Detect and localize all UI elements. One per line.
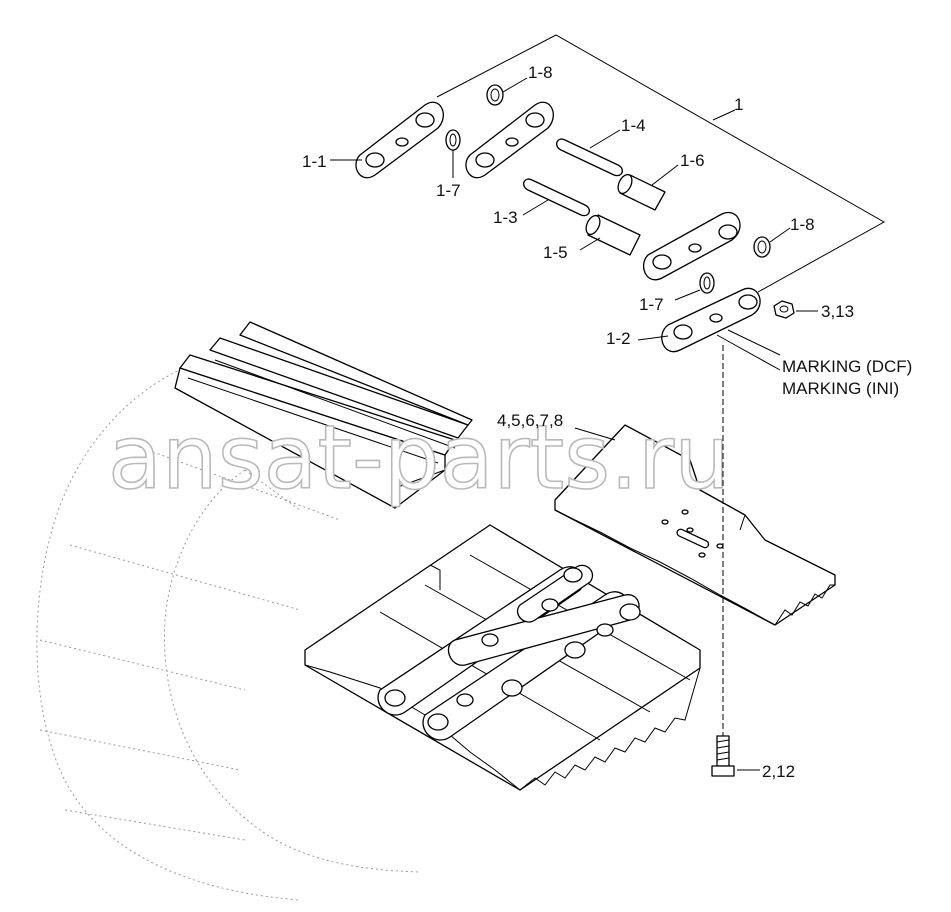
callout-1-3: 1-3 [493,208,518,227]
bolt-2-12 [711,735,735,777]
callout-labels: 1 1-8 1-4 1-1 1-7 1-6 1-3 1-8 1-5 1-7 3,… [302,63,912,781]
seal-1-7-low [699,272,715,294]
single-track-shoe [554,424,836,626]
callout-1: 1 [734,95,743,114]
callout-1-1: 1-1 [302,152,327,171]
callout-1-8-right: 1-8 [790,215,815,234]
callout-1-7-low: 1-7 [639,295,664,314]
callout-1-8-top: 1-8 [528,63,553,82]
pin-1-4 [556,138,623,177]
leader-lines [330,34,886,771]
seal-1-8-right [753,236,771,258]
seal-1-7-low-inner [703,276,711,290]
bushing-1-6 [617,173,666,211]
seal-1-7-left-inner [449,133,457,147]
callout-1-7-left: 1-7 [436,181,461,200]
callout-3-13: 3,13 [821,302,854,321]
callout-marking-ini: MARKING (INI) [782,379,899,398]
chain-on-shoes-assembly [304,524,701,791]
seal-1-7-left [445,129,461,151]
callout-1-5: 1-5 [543,243,568,262]
seal-1-8-top-inner [490,88,500,102]
seal-1-8-right-inner [757,240,767,254]
bushing-1-5 [585,214,641,256]
link-1-1 [355,101,444,179]
pin-1-3 [523,178,590,217]
callout-marking-dcf: MARKING (DCF) [782,357,912,376]
track-outline-ghost [36,359,421,901]
link-1-2 [661,287,761,353]
callout-1-4: 1-4 [621,116,646,135]
link-mid [643,212,741,281]
link-1-1-b [465,101,554,179]
callout-1-2: 1-2 [606,329,631,348]
callout-2-12: 2,12 [762,762,795,781]
nut-3-13 [773,300,795,319]
watermark: ansat-parts.ru [108,406,730,509]
grouser-shoe-left [174,321,473,509]
callout-1-6: 1-6 [680,151,705,170]
seal-1-8-top [486,84,504,106]
callout-4-5-6-7-8: 4,5,6,7,8 [497,411,563,430]
